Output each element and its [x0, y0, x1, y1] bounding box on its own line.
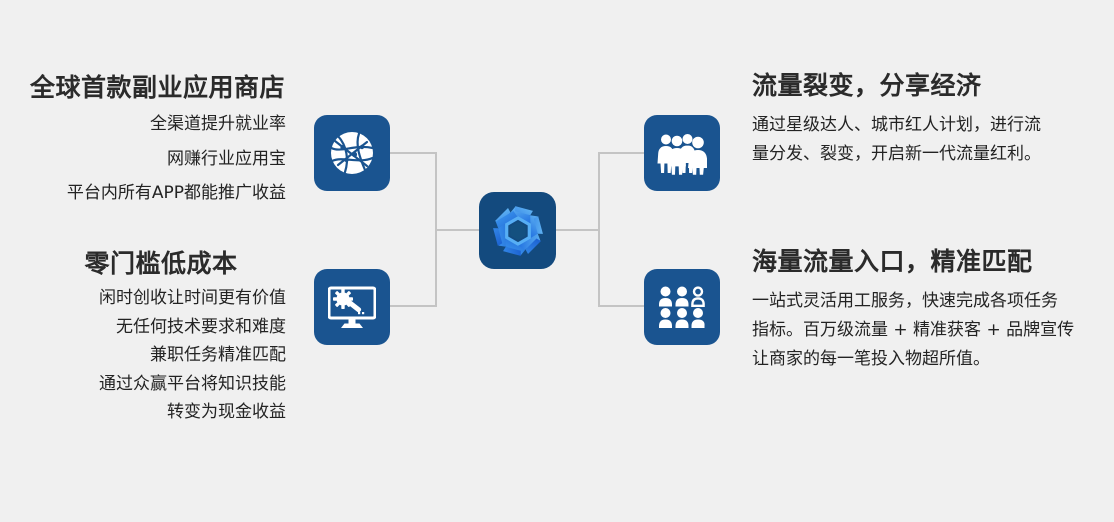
heading-top-left: 全球首款副业应用商店	[30, 73, 286, 102]
icon-tile-people-group[interactable]	[644, 115, 720, 191]
line-bottom-left-3: 兼职任务精准匹配	[150, 345, 286, 366]
line-top-left-2: 网赚行业应用宝	[167, 148, 286, 169]
line-bottom-left-2: 无任何技术要求和难度	[116, 316, 286, 337]
line-top-right-2: 量分发、裂变，开启新一代流量红利。	[752, 144, 1041, 165]
connector-bottom-right-stub	[598, 305, 646, 307]
text-block-bottom-right: 海量流量入口，精准匹配 一站式灵活用工服务，快速完成各项任务 指标。百万级流量 …	[752, 248, 1092, 375]
line-top-left-1: 全渠道提升就业率	[150, 114, 286, 134]
people-group-icon	[657, 131, 707, 175]
text-block-top-left: 全球首款副业应用商店 全渠道提升就业率 网赚行业应用宝 平台内所有APP都能推广…	[18, 74, 286, 208]
icon-tile-brand-logo[interactable]	[479, 192, 556, 269]
connector-top-left-stub	[390, 152, 437, 154]
heading-top-right: 流量裂变，分享经济	[752, 71, 982, 100]
line-bottom-right-2: 指标。百万级流量 + 精准获客 + 品牌宣传	[752, 320, 1075, 341]
line-bottom-left-1: 闲时创收让时间更有价值	[99, 288, 286, 308]
heading-bottom-right: 海量流量入口，精准匹配	[752, 247, 1033, 276]
line-bottom-right-1: 一站式灵活用工服务，快速完成各项任务	[752, 291, 1058, 311]
connector-center-to-right	[556, 229, 600, 231]
line-bottom-right-3: 让商家的每一笔投入物超所值。	[752, 349, 990, 370]
text-block-top-right: 流量裂变，分享经济 通过星级达人、城市红人计划，进行流 量分发、裂变，开启新一代…	[752, 72, 1092, 169]
text-block-bottom-left: 零门槛低成本 闲时创收让时间更有价值 无任何技术要求和难度 兼职任务精准匹配 通…	[18, 250, 286, 427]
network-globe-icon	[329, 130, 375, 176]
connector-right-vertical	[598, 152, 600, 307]
icon-tile-monitor-settings[interactable]	[314, 269, 390, 345]
icon-tile-people-grid[interactable]	[644, 269, 720, 345]
line-bottom-left-5: 转变为现金收益	[167, 402, 286, 423]
people-grid-icon	[659, 286, 705, 328]
connector-top-right-stub	[598, 152, 646, 154]
icon-tile-network-globe[interactable]	[314, 115, 390, 191]
line-top-left-3: 平台内所有APP都能推广收益	[66, 183, 286, 204]
connector-bottom-left-stub	[390, 305, 437, 307]
line-bottom-left-4: 通过众赢平台将知识技能	[99, 373, 286, 394]
hexagon-aperture-logo-icon	[489, 202, 547, 260]
line-top-right-1: 通过星级达人、城市红人计划，进行流	[752, 115, 1041, 135]
connector-left-to-center	[435, 229, 479, 231]
monitor-settings-icon	[328, 285, 376, 329]
heading-bottom-left: 零门槛低成本	[84, 249, 238, 278]
